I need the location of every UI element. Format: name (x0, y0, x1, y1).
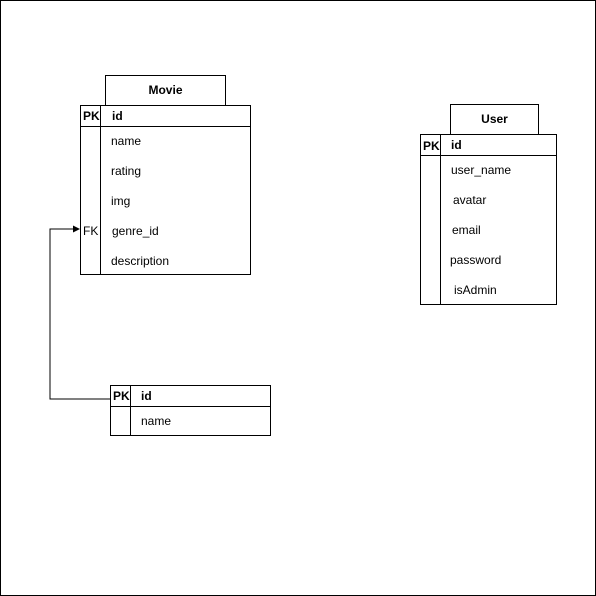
movie-field-genre-id[interactable]: genre_id (112, 224, 159, 238)
user-field-user-name[interactable]: user_name (451, 163, 512, 177)
movie-table-title[interactable]: Movie (105, 75, 226, 105)
movie-pk-field[interactable]: id (112, 109, 123, 123)
movie-header (81, 106, 250, 127)
genre-field-name[interactable]: name (141, 414, 172, 428)
movie-key-column (81, 106, 101, 274)
genre-key-column (111, 386, 131, 435)
user-title-text: User (481, 112, 508, 126)
movie-title-text: Movie (148, 83, 183, 97)
movie-field-description[interactable]: description (111, 254, 170, 268)
movie-field-img[interactable]: img (111, 194, 131, 208)
movie-entity[interactable]: PK id name rating img FK genre_id descri… (80, 105, 251, 275)
user-field-avatar[interactable]: avatar (453, 193, 487, 207)
user-field-is-admin[interactable]: isAdmin (454, 283, 497, 297)
user-header (421, 135, 556, 156)
user-field-email[interactable]: email (452, 223, 481, 237)
user-pk-label: PK (423, 139, 440, 153)
user-key-column (421, 135, 441, 304)
user-field-password[interactable]: password (450, 253, 502, 267)
genre-header (111, 386, 270, 407)
genre-pk-label: PK (113, 389, 130, 403)
genre-pk-field[interactable]: id (141, 389, 152, 403)
user-pk-field[interactable]: id (451, 138, 462, 152)
movie-fk-label: FK (83, 224, 99, 238)
user-table-title[interactable]: User (450, 104, 539, 134)
user-entity[interactable]: PK id user_name avatar email password is… (420, 134, 557, 305)
movie-field-name[interactable]: name (111, 134, 142, 148)
movie-pk-label: PK (83, 109, 100, 123)
genre-entity[interactable]: PK id name (110, 385, 271, 436)
movie-field-rating[interactable]: rating (111, 164, 142, 178)
